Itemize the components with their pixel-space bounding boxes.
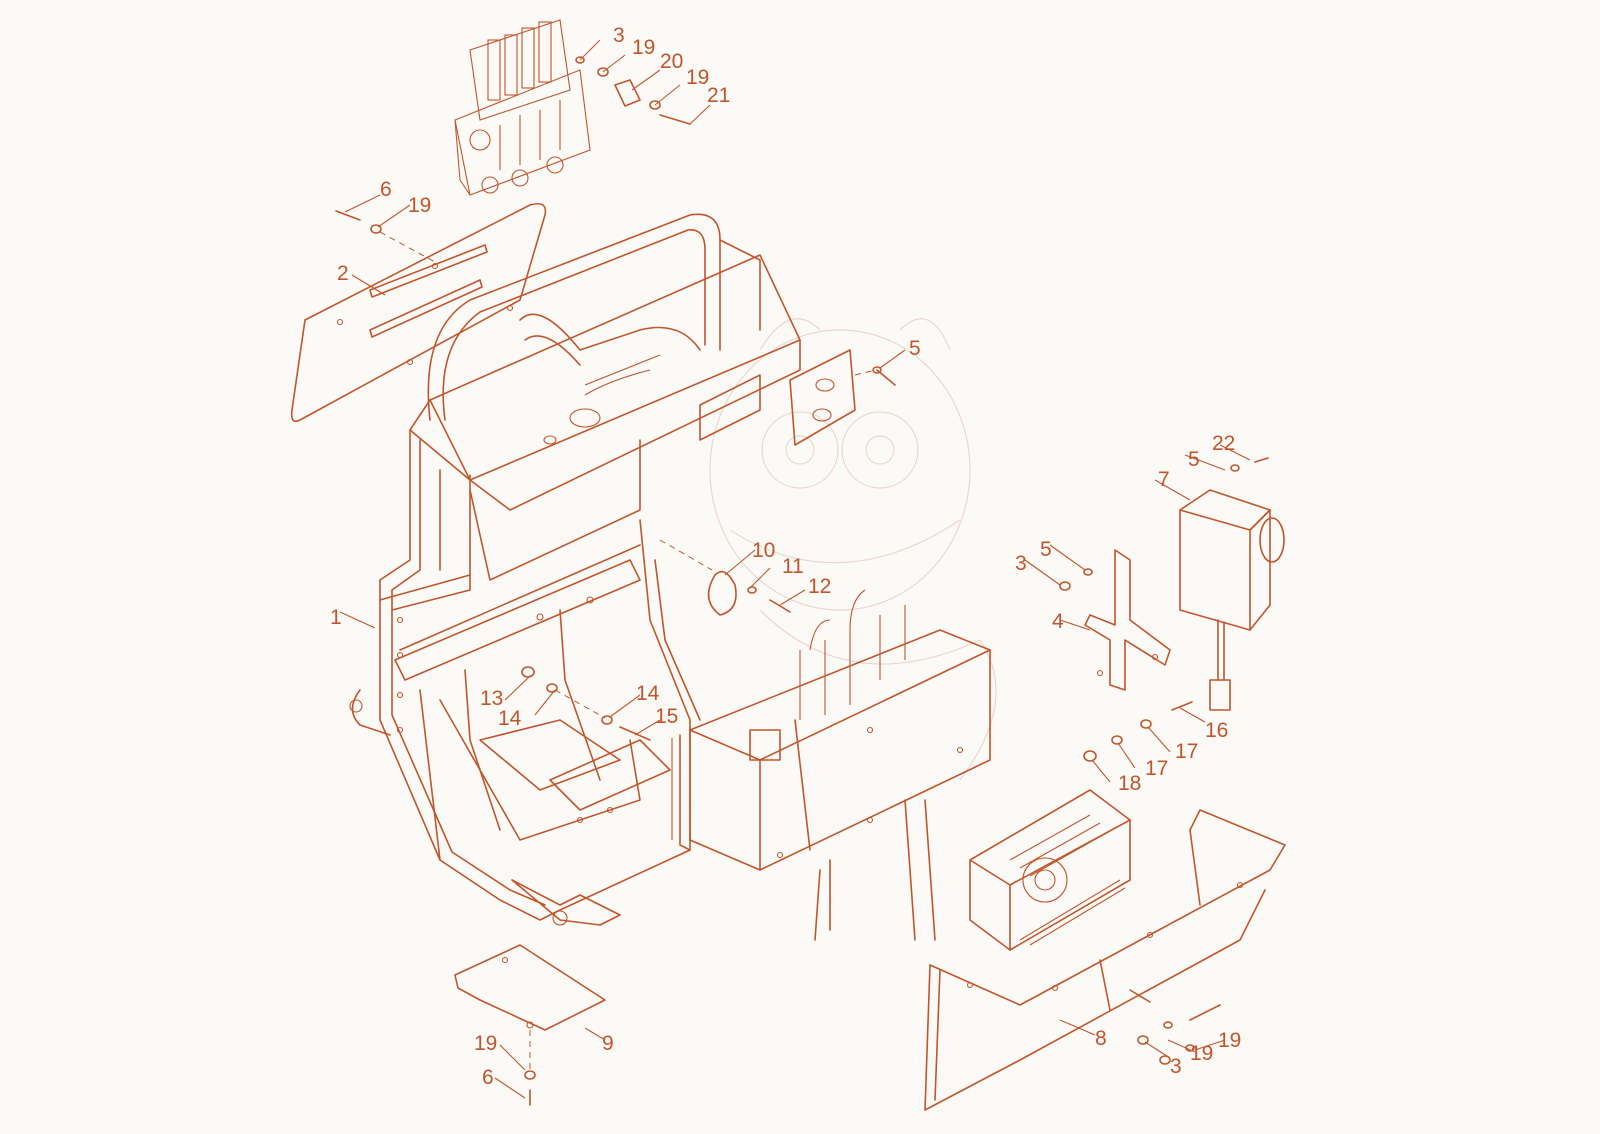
mounting-bracket [1059, 549, 1171, 691]
callout-17: 17 [1145, 757, 1168, 780]
callout-10: 10 [752, 539, 775, 562]
top-cover-plate [290, 202, 547, 423]
callout-14: 14 [636, 682, 660, 705]
callout-17: 17 [1175, 740, 1198, 763]
callout-20: 20 [660, 50, 683, 73]
callout-11: 11 [782, 555, 804, 578]
callout-19: 19 [632, 36, 655, 59]
callout-4: 4 [1052, 610, 1064, 633]
bottom-cover-plate [454, 944, 606, 1106]
callout-3: 3 [1015, 552, 1027, 575]
valve-block [454, 19, 591, 196]
callout-1: 1 [330, 606, 342, 629]
clamp-assembly [659, 539, 791, 616]
charger-unit [969, 789, 1131, 951]
callout-12: 12 [808, 575, 831, 598]
callout-7: 7 [1158, 468, 1170, 491]
callout-8: 8 [1095, 1027, 1107, 1050]
access-plate [789, 349, 896, 446]
callout-6: 6 [482, 1066, 494, 1089]
callout-5: 5 [1188, 448, 1200, 471]
callout-2: 2 [337, 262, 349, 285]
callout-14: 14 [498, 707, 522, 730]
callout-16: 16 [1205, 719, 1228, 742]
callout-5: 5 [909, 337, 921, 360]
callout-3: 3 [1170, 1055, 1182, 1078]
callout-6: 6 [380, 178, 392, 201]
battery-tray [924, 809, 1286, 1111]
callout-19: 19 [686, 66, 709, 89]
leader-lines [339, 194, 1251, 1099]
switch-box [1179, 457, 1285, 711]
callout-18: 18 [1118, 772, 1141, 795]
callout-21: 21 [707, 84, 730, 107]
callout-3: 3 [613, 24, 625, 47]
valve-hardware [575, 39, 711, 125]
main-frame [349, 213, 801, 926]
callout-19: 19 [474, 1032, 497, 1055]
top-left-fasteners [335, 210, 436, 263]
callout-19: 19 [1190, 1042, 1213, 1065]
control-box [671, 589, 991, 941]
callout-22: 22 [1212, 432, 1235, 455]
callout-19: 19 [1218, 1029, 1241, 1052]
hardware-16-18 [1083, 701, 1193, 762]
hardware-13-15 [521, 666, 651, 741]
callout-labels: 3 19 20 19 21 6 19 2 5 22 5 7 10 11 12 5… [330, 24, 1241, 1089]
callout-9: 9 [602, 1032, 614, 1055]
callout-19: 19 [408, 194, 431, 217]
callout-15: 15 [655, 705, 678, 728]
callout-13: 13 [480, 687, 503, 710]
callout-5: 5 [1040, 538, 1052, 561]
